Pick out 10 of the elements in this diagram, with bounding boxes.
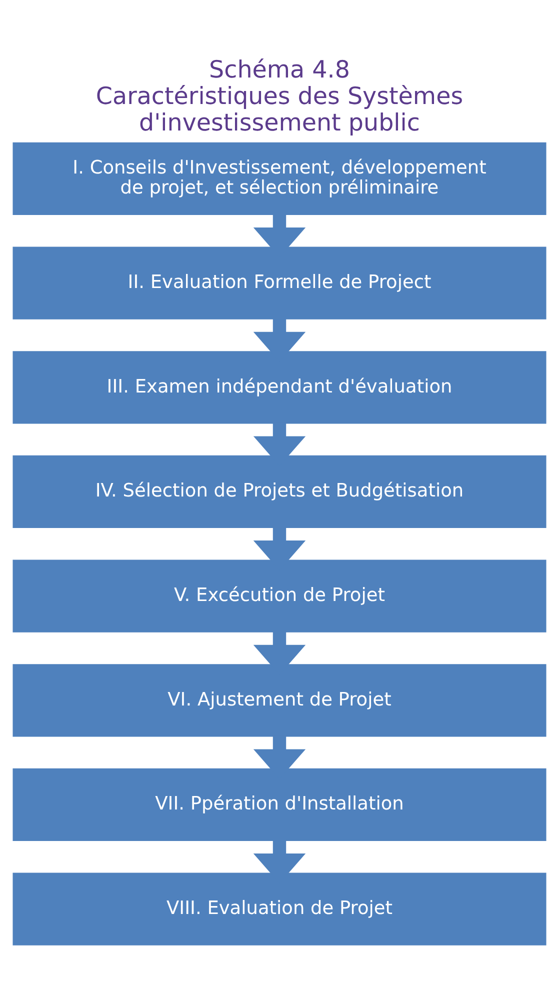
- node-box: V. Excécution de Projet: [12, 560, 546, 632]
- node-box: VI. Ajustement de Projet: [12, 664, 546, 737]
- caption: Caractéristiques des Systèmes d'investissement public: [96, 82, 464, 136]
- node-box: VIII. Evaluation de Projet: [12, 872, 546, 946]
- node-box: VII. Ppération d'Installation: [12, 768, 546, 842]
- node-box: I. Conseils d'Investissement, développement de projet, et sélection préliminaire: [12, 142, 546, 216]
- diagram-title: Schéma 4.8: [209, 56, 350, 84]
- node-box: III. Examen indépendant d'évaluation: [12, 351, 546, 424]
- node-box: IV. Sélection de Projets et Budgétisation: [12, 455, 546, 528]
- node-box: II. Evaluation Formelle de Project: [12, 246, 546, 320]
